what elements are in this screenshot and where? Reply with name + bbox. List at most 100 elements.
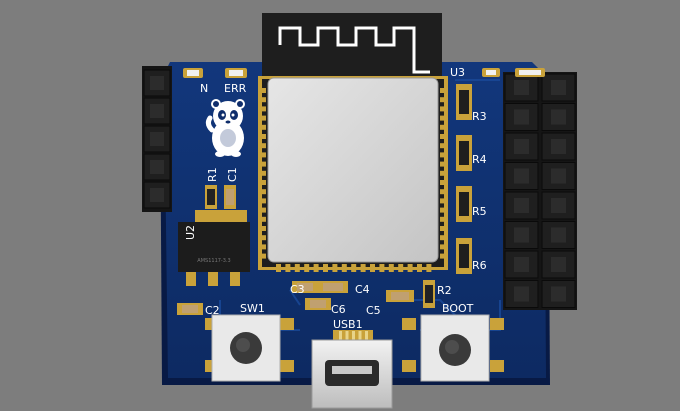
usb-pin: [365, 331, 368, 341]
r1-c1-components: [205, 185, 236, 209]
c2-label: C2: [205, 304, 220, 317]
u3-label: U3: [450, 66, 465, 79]
header-pin-hole: [514, 257, 529, 272]
module-pad: [440, 115, 448, 121]
header-pin-hole: [551, 198, 566, 213]
header-pin-hole: [551, 257, 566, 272]
module-pad: [440, 161, 448, 167]
module-pad: [285, 264, 291, 272]
antenna-trace: [278, 26, 430, 74]
header-pin-hole: [514, 80, 529, 95]
module-pad: [440, 124, 448, 130]
resistor-body: [459, 244, 469, 268]
header-pin-hole: [150, 104, 164, 118]
header-pin-hole: [551, 168, 566, 184]
module-pad: [258, 198, 266, 204]
module-pad: [440, 253, 448, 259]
resistor-body: [459, 141, 469, 165]
module-pad: [258, 189, 266, 195]
module-pad: [440, 152, 448, 158]
module-pad: [258, 253, 266, 259]
header-pin-hole: [514, 109, 529, 125]
right-pin-header: [503, 72, 577, 310]
header-pin-hole: [551, 227, 566, 243]
module-pad: [258, 152, 266, 158]
module-pad: [258, 124, 266, 130]
r4-label: R4: [472, 153, 487, 166]
module-pad: [440, 189, 448, 195]
usb-pin: [358, 331, 362, 341]
module-pad: [440, 170, 448, 176]
resistor-body: [459, 90, 469, 114]
header-pin-hole: [551, 80, 566, 95]
rf-shield: [267, 77, 439, 263]
module-pad: [258, 207, 266, 213]
module-pad: [417, 264, 422, 272]
module-pad: [440, 134, 448, 139]
header-pin-hole: [150, 160, 164, 174]
module-pad: [440, 198, 448, 204]
boot-label: BOOT: [442, 302, 474, 315]
module-pad: [323, 264, 328, 272]
c3-label: C3: [290, 283, 305, 296]
module-pad: [440, 226, 448, 231]
boot-button[interactable]: [402, 314, 504, 382]
usb-pin: [339, 331, 342, 341]
module-pad: [370, 264, 375, 272]
module-pad: [440, 143, 448, 149]
module-pad: [379, 264, 385, 272]
header-pin-hole: [150, 188, 164, 202]
small-passives: [292, 280, 435, 310]
sw1-button[interactable]: [205, 314, 294, 382]
header-pin-hole: [514, 286, 529, 302]
module-pad: [440, 235, 448, 241]
header-pin-hole: [514, 198, 529, 213]
usb1-label: USB1: [333, 318, 363, 331]
module-pad: [258, 180, 266, 185]
module-pad: [407, 264, 413, 272]
module-pad: [258, 244, 266, 250]
err-led-label: ERR: [224, 82, 247, 95]
c5-label: C5: [366, 304, 381, 317]
module-pad: [258, 143, 266, 149]
module-pad: [258, 216, 266, 222]
module-pad: [351, 264, 357, 272]
u2-regulator: AMS1117-3.3: [178, 210, 250, 286]
module-pad: [341, 264, 347, 272]
usb-pin: [345, 331, 349, 341]
module-pad: [426, 264, 432, 272]
header-pin-hole: [551, 109, 566, 125]
module-pads: [258, 88, 448, 272]
header-pin-hole: [514, 139, 529, 154]
module-pad: [360, 264, 366, 272]
module-pad: [304, 264, 310, 272]
module-pad: [440, 106, 448, 112]
header-pin-hole: [551, 139, 566, 154]
header-pin: [504, 221, 539, 249]
left-pin-header: [142, 66, 172, 212]
r3-label: R3: [472, 110, 487, 123]
module-pad: [276, 264, 281, 272]
module-pad: [258, 88, 266, 93]
module-pad: [332, 264, 338, 272]
usb-connector[interactable]: [311, 330, 393, 409]
module-pad: [258, 170, 266, 176]
module-pad: [258, 226, 266, 231]
module-pad: [258, 134, 266, 139]
header-pin-hole: [514, 168, 529, 184]
u2-label: U2: [184, 225, 197, 240]
wifi-module: [258, 13, 448, 272]
c1-label: C1: [226, 167, 239, 182]
usb-pin: [352, 331, 355, 341]
header-pin-hole: [514, 227, 529, 243]
header-pin: [143, 153, 171, 181]
module-pad: [398, 264, 404, 272]
module-pad: [313, 264, 319, 272]
c4-label: C4: [355, 283, 370, 296]
module-pad: [294, 264, 300, 272]
regulator-marking: AMS1117-3.3: [197, 258, 230, 264]
module-pad: [258, 97, 266, 103]
module-pad: [440, 180, 448, 185]
module-pad: [258, 235, 266, 241]
